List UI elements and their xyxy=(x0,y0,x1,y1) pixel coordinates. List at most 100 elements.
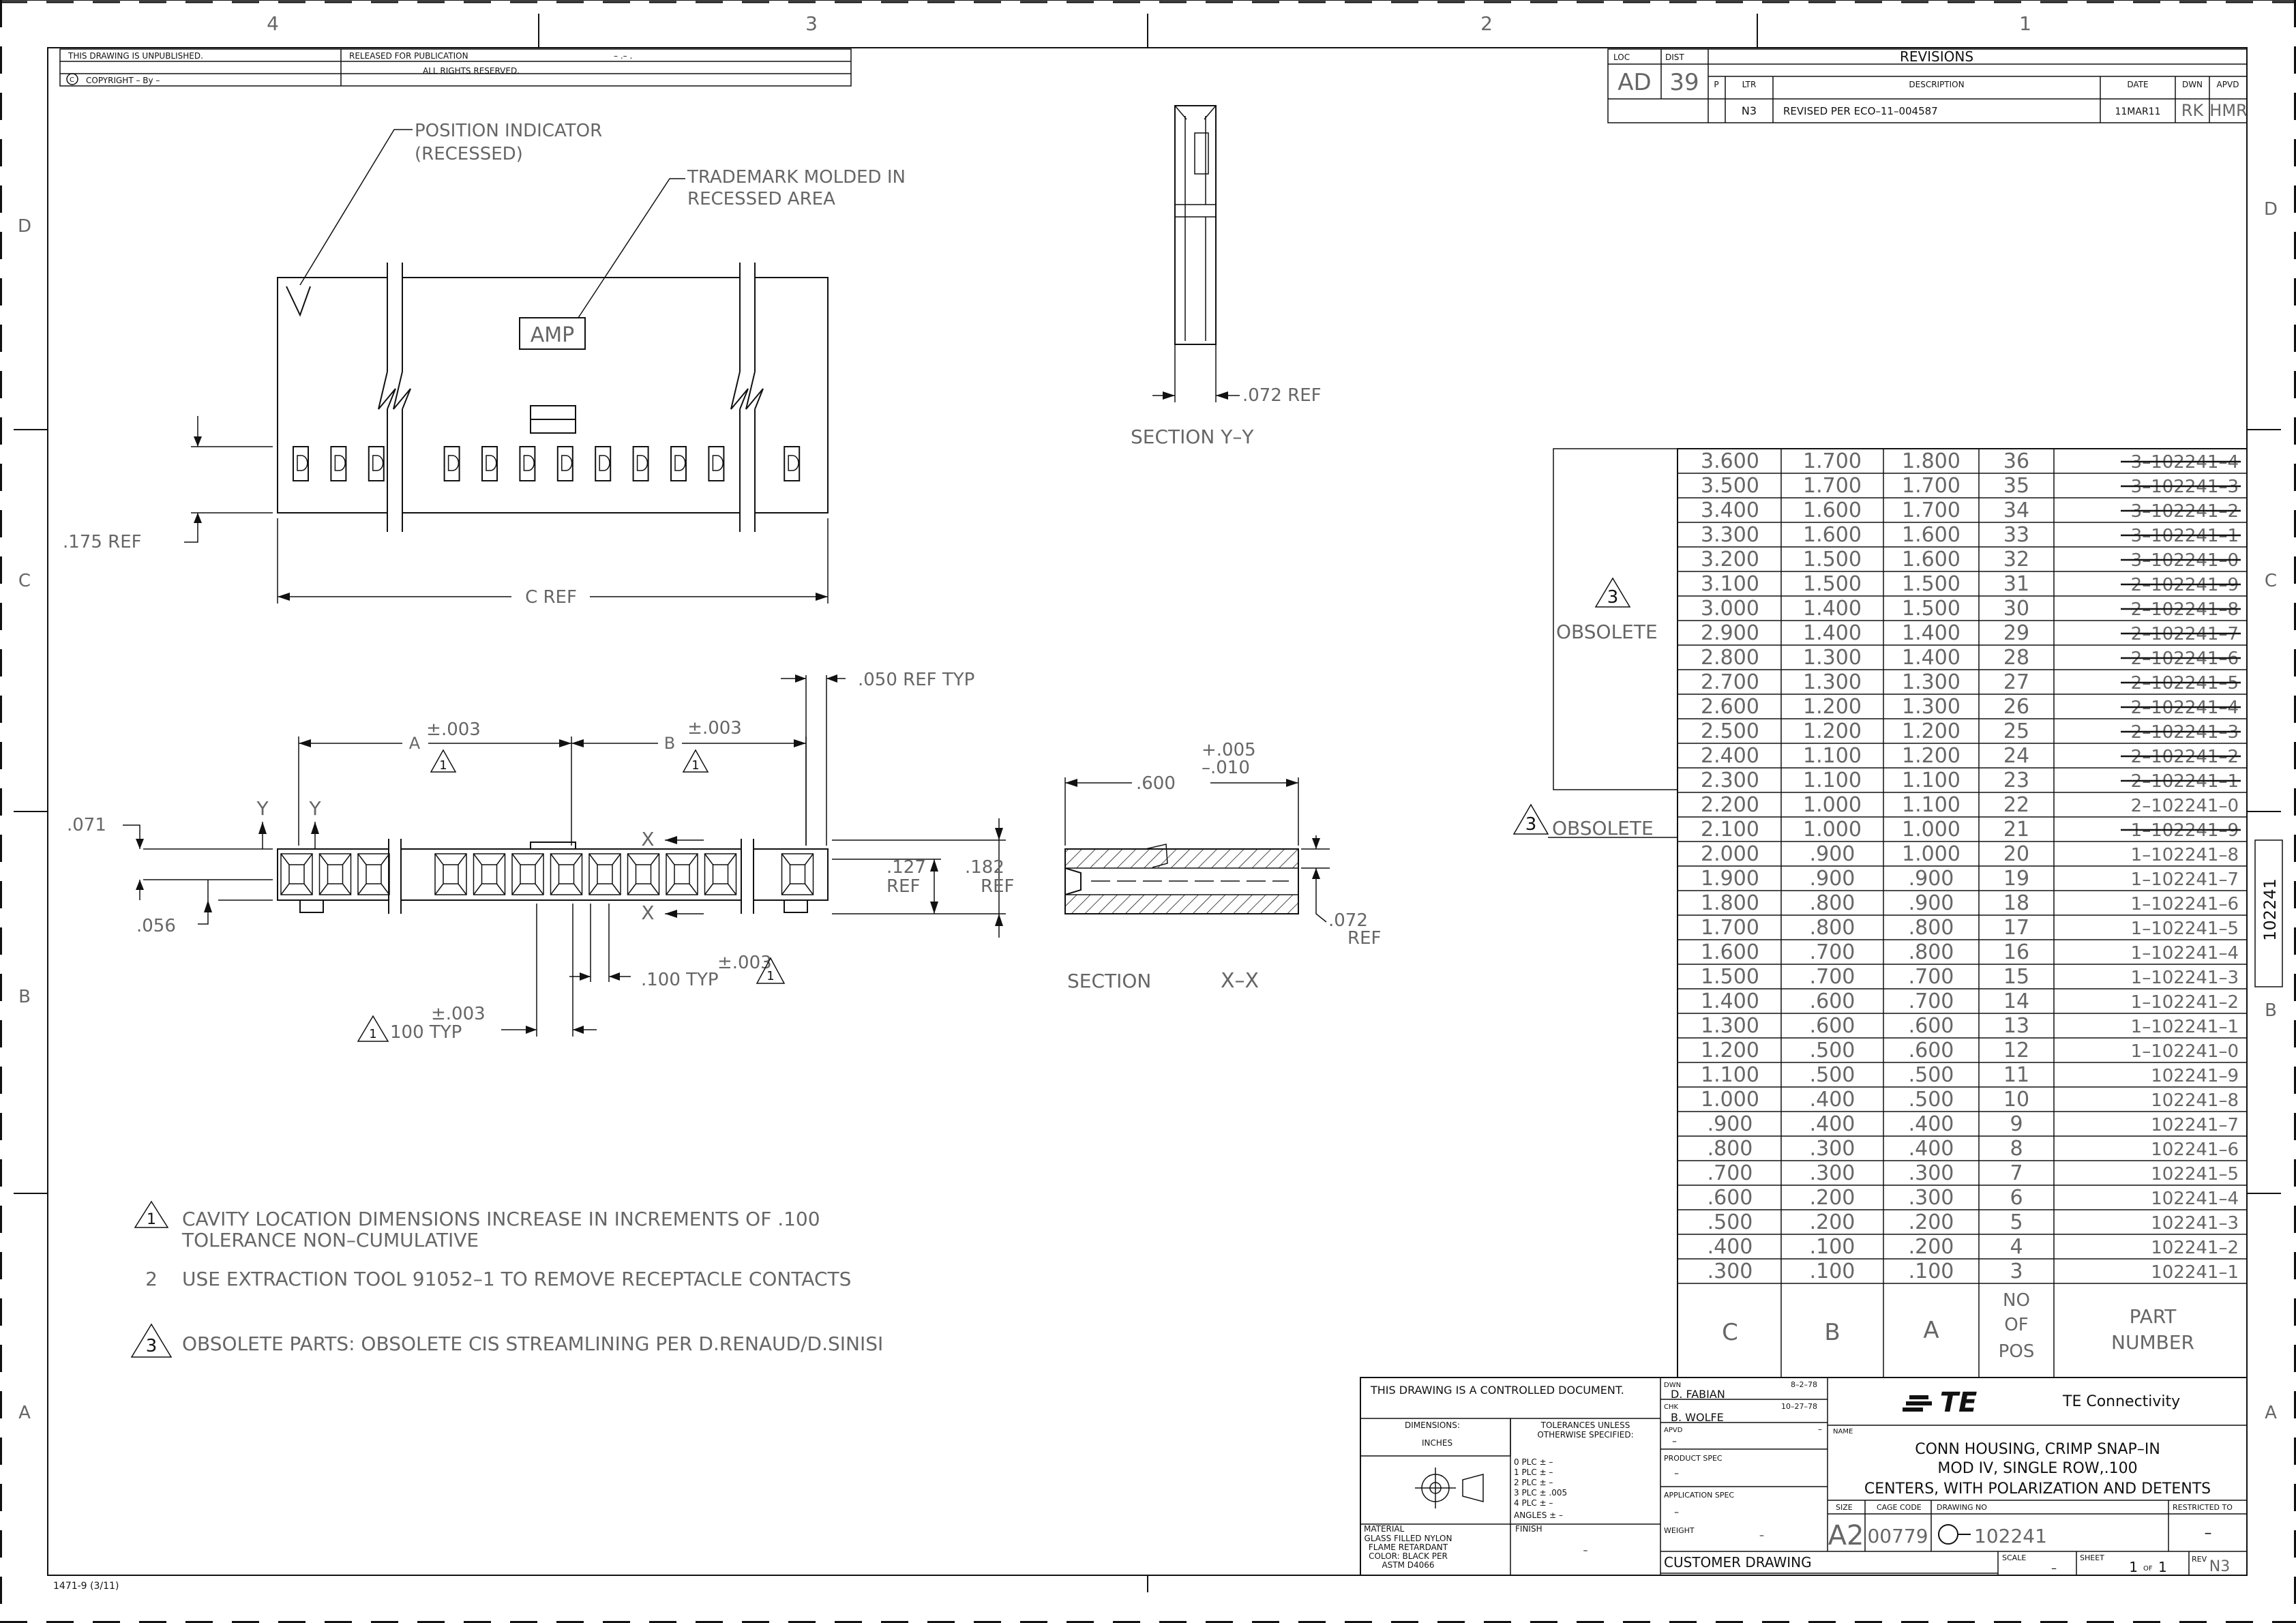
cavity-cell-inner xyxy=(789,864,806,884)
cavity-cell-edge xyxy=(573,853,583,865)
table-cell: 3.300 xyxy=(1701,523,1759,547)
table-cell: .200 xyxy=(1810,1186,1855,1210)
cavity-cell-edge xyxy=(342,853,352,865)
dimensions-label: DIMENSIONS: xyxy=(1405,1420,1460,1430)
units-label: INCHES xyxy=(1422,1438,1452,1448)
latch-icon xyxy=(447,455,460,471)
table-cell: .700 xyxy=(1810,965,1855,989)
table-cell: .600 xyxy=(1810,989,1855,1013)
part-number-cell: 102241–2 xyxy=(2151,1238,2239,1258)
table-cell: .600 xyxy=(1909,1014,1954,1038)
dim-b: B xyxy=(664,734,675,753)
cavity-cell-edge xyxy=(357,883,367,895)
table-cell: 26 xyxy=(2003,695,2029,719)
table-cell: 3.000 xyxy=(1701,597,1759,621)
cavity-cell-edge xyxy=(727,883,737,895)
cavity-cell xyxy=(704,853,737,895)
table-cell: 1.700 xyxy=(1803,474,1862,498)
cavity-cell-edge xyxy=(342,883,352,895)
cavity-cell-edge xyxy=(434,883,444,895)
latch-icon xyxy=(486,455,497,471)
table-cell: 29 xyxy=(2003,621,2029,645)
apvd-label: APVD xyxy=(1664,1427,1683,1434)
table-cell: .100 xyxy=(1810,1260,1855,1283)
cavity-window xyxy=(784,446,801,481)
zone-label: 1 xyxy=(2019,12,2031,35)
part-number-cell: 102241–4 xyxy=(2151,1189,2239,1209)
cavity-cell-edge xyxy=(781,853,791,865)
dim-072: .072 xyxy=(1328,910,1368,931)
table-cell: 1.600 xyxy=(1803,498,1862,522)
dim-600: .600 xyxy=(1136,773,1176,794)
table-cell: 6 xyxy=(2010,1186,2023,1210)
size-label: SIZE xyxy=(1836,1503,1853,1512)
table-cell: 1.800 xyxy=(1902,449,1960,473)
table-cell: 1.500 xyxy=(1701,965,1759,989)
part-number-cell: 1–102241–6 xyxy=(2131,894,2239,914)
trademark-label-2: RECESSED AREA xyxy=(687,189,835,209)
table-cell: 1.400 xyxy=(1803,621,1862,645)
cavity-window xyxy=(595,446,612,481)
cavity-cell-edge xyxy=(689,883,698,895)
dwn-value: D. FABIAN xyxy=(1671,1388,1725,1401)
table-cell: 1.300 xyxy=(1803,670,1862,694)
table-cell: 2.800 xyxy=(1701,646,1759,670)
col-header-a: A xyxy=(1923,1317,1939,1344)
table-cell: 14 xyxy=(2003,989,2029,1013)
te-logo-text: TE xyxy=(1940,1387,1978,1418)
table-cell: 3.200 xyxy=(1701,548,1759,571)
table-cell: 1.400 xyxy=(1701,989,1759,1013)
cavity-cell-inner xyxy=(635,864,652,884)
cavity-cell-edge xyxy=(666,883,675,895)
section-marker-y: Y xyxy=(308,797,321,820)
table-cell: .400 xyxy=(1909,1112,1954,1136)
table-cell: 13 xyxy=(2003,1014,2029,1038)
revisions-title: REVISIONS xyxy=(1900,48,1973,65)
table-cell: .500 xyxy=(1810,1039,1855,1062)
table-cell: 1.000 xyxy=(1902,842,1960,866)
part-number-cell: 1–102241–8 xyxy=(2131,845,2239,865)
restricted-label: RESTRICTED TO xyxy=(2173,1503,2233,1512)
cavity-cell-edge xyxy=(381,853,390,865)
dim-100b-tolerance: ±.003 xyxy=(431,1004,486,1024)
product-spec-value: – xyxy=(1674,1468,1679,1479)
dim-100b-typ: 100 TYP xyxy=(390,1022,462,1043)
table-cell: 22 xyxy=(2003,793,2029,817)
obsolete-label-2: OBSOLETE xyxy=(1552,817,1654,839)
note-1-flag: 1 xyxy=(369,1027,376,1041)
rev-col-ltr: LTR xyxy=(1742,80,1757,89)
cavity-cell-edge xyxy=(318,883,329,895)
table-cell: .900 xyxy=(1810,842,1855,866)
cavity-cell-inner xyxy=(443,864,459,884)
zone-label: 3 xyxy=(805,12,818,35)
zone-label: D xyxy=(18,216,31,237)
material-line: FLAME RETARDANT xyxy=(1369,1543,1448,1552)
cavity-cell-edge xyxy=(804,883,814,895)
material-line: COLOR: BLACK PER xyxy=(1369,1551,1448,1561)
table-cell: .300 xyxy=(1909,1186,1954,1210)
table-cell: .200 xyxy=(1909,1235,1954,1259)
material-label: MATERIAL xyxy=(1364,1524,1405,1534)
tol-0plc: 0 PLC ± – xyxy=(1514,1457,1553,1467)
table-cell: 19 xyxy=(2003,867,2029,891)
table-cell: 18 xyxy=(2003,891,2029,915)
table-cell: 1.700 xyxy=(1902,474,1960,498)
side-drawing-tag: 102241 xyxy=(2261,878,2280,941)
rev-col-dwn: DWN xyxy=(2182,80,2203,89)
section-marker-x: X xyxy=(641,902,654,924)
dim-175-ref: .175 REF xyxy=(63,532,142,552)
table-cell: 1.100 xyxy=(1803,744,1862,768)
table-cell: .200 xyxy=(1909,1210,1954,1234)
chk-date: 10–27–78 xyxy=(1781,1402,1817,1411)
table-cell: 3 xyxy=(2010,1260,2023,1283)
rev-ltr: N3 xyxy=(1742,104,1757,117)
table-cell: 1.100 xyxy=(1902,793,1960,817)
dim-072-ref: .072 REF xyxy=(1242,385,1322,406)
section-x-x-label-2: X–X xyxy=(1221,969,1259,993)
latch-icon xyxy=(372,455,384,471)
dist-value: 39 xyxy=(1669,69,1699,96)
latch-icon xyxy=(599,455,610,471)
table-cell: 2.100 xyxy=(1701,818,1759,842)
tol-3plc: 3 PLC ± .005 xyxy=(1514,1488,1567,1498)
cavity-cell-edge xyxy=(458,883,467,895)
